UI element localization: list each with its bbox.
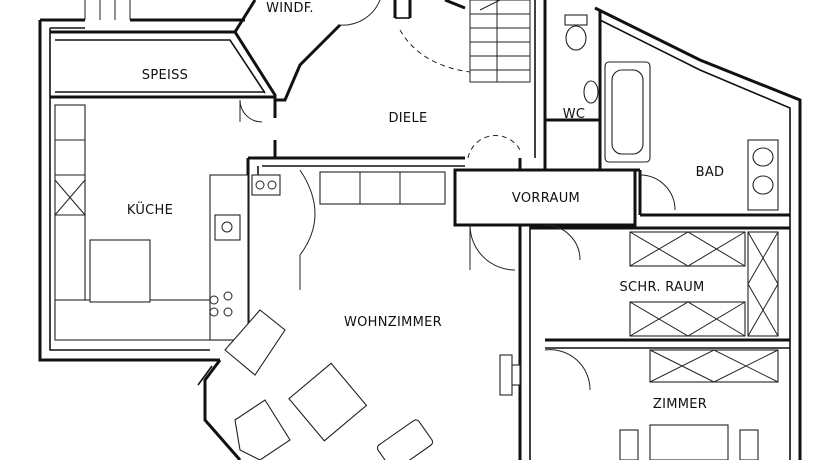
- room-label-diele: DIELE: [388, 111, 427, 126]
- staircase: [399, 0, 531, 83]
- room-label-windfang: WINDF.: [266, 1, 314, 16]
- room-label-schrankraum: SCHR. RAUM: [619, 280, 704, 295]
- furniture: [54, 14, 779, 460]
- door-swings: [239, 0, 676, 391]
- room-label-bad: BAD: [696, 165, 725, 180]
- room-label-vorraum: VORRAUM: [512, 191, 580, 206]
- room-label-speiss: SPEISS: [142, 68, 188, 83]
- room-labels: WINDF. SPEISS DIELE WC BAD KÜCHE VORRAUM…: [127, 1, 725, 412]
- room-label-kueche: KÜCHE: [127, 201, 173, 218]
- room-label-wohnzimmer: WOHNZIMMER: [344, 315, 442, 330]
- room-label-wc: WC: [563, 107, 586, 122]
- outer-walls: [38, 0, 802, 460]
- room-label-zimmer: ZIMMER: [653, 397, 707, 412]
